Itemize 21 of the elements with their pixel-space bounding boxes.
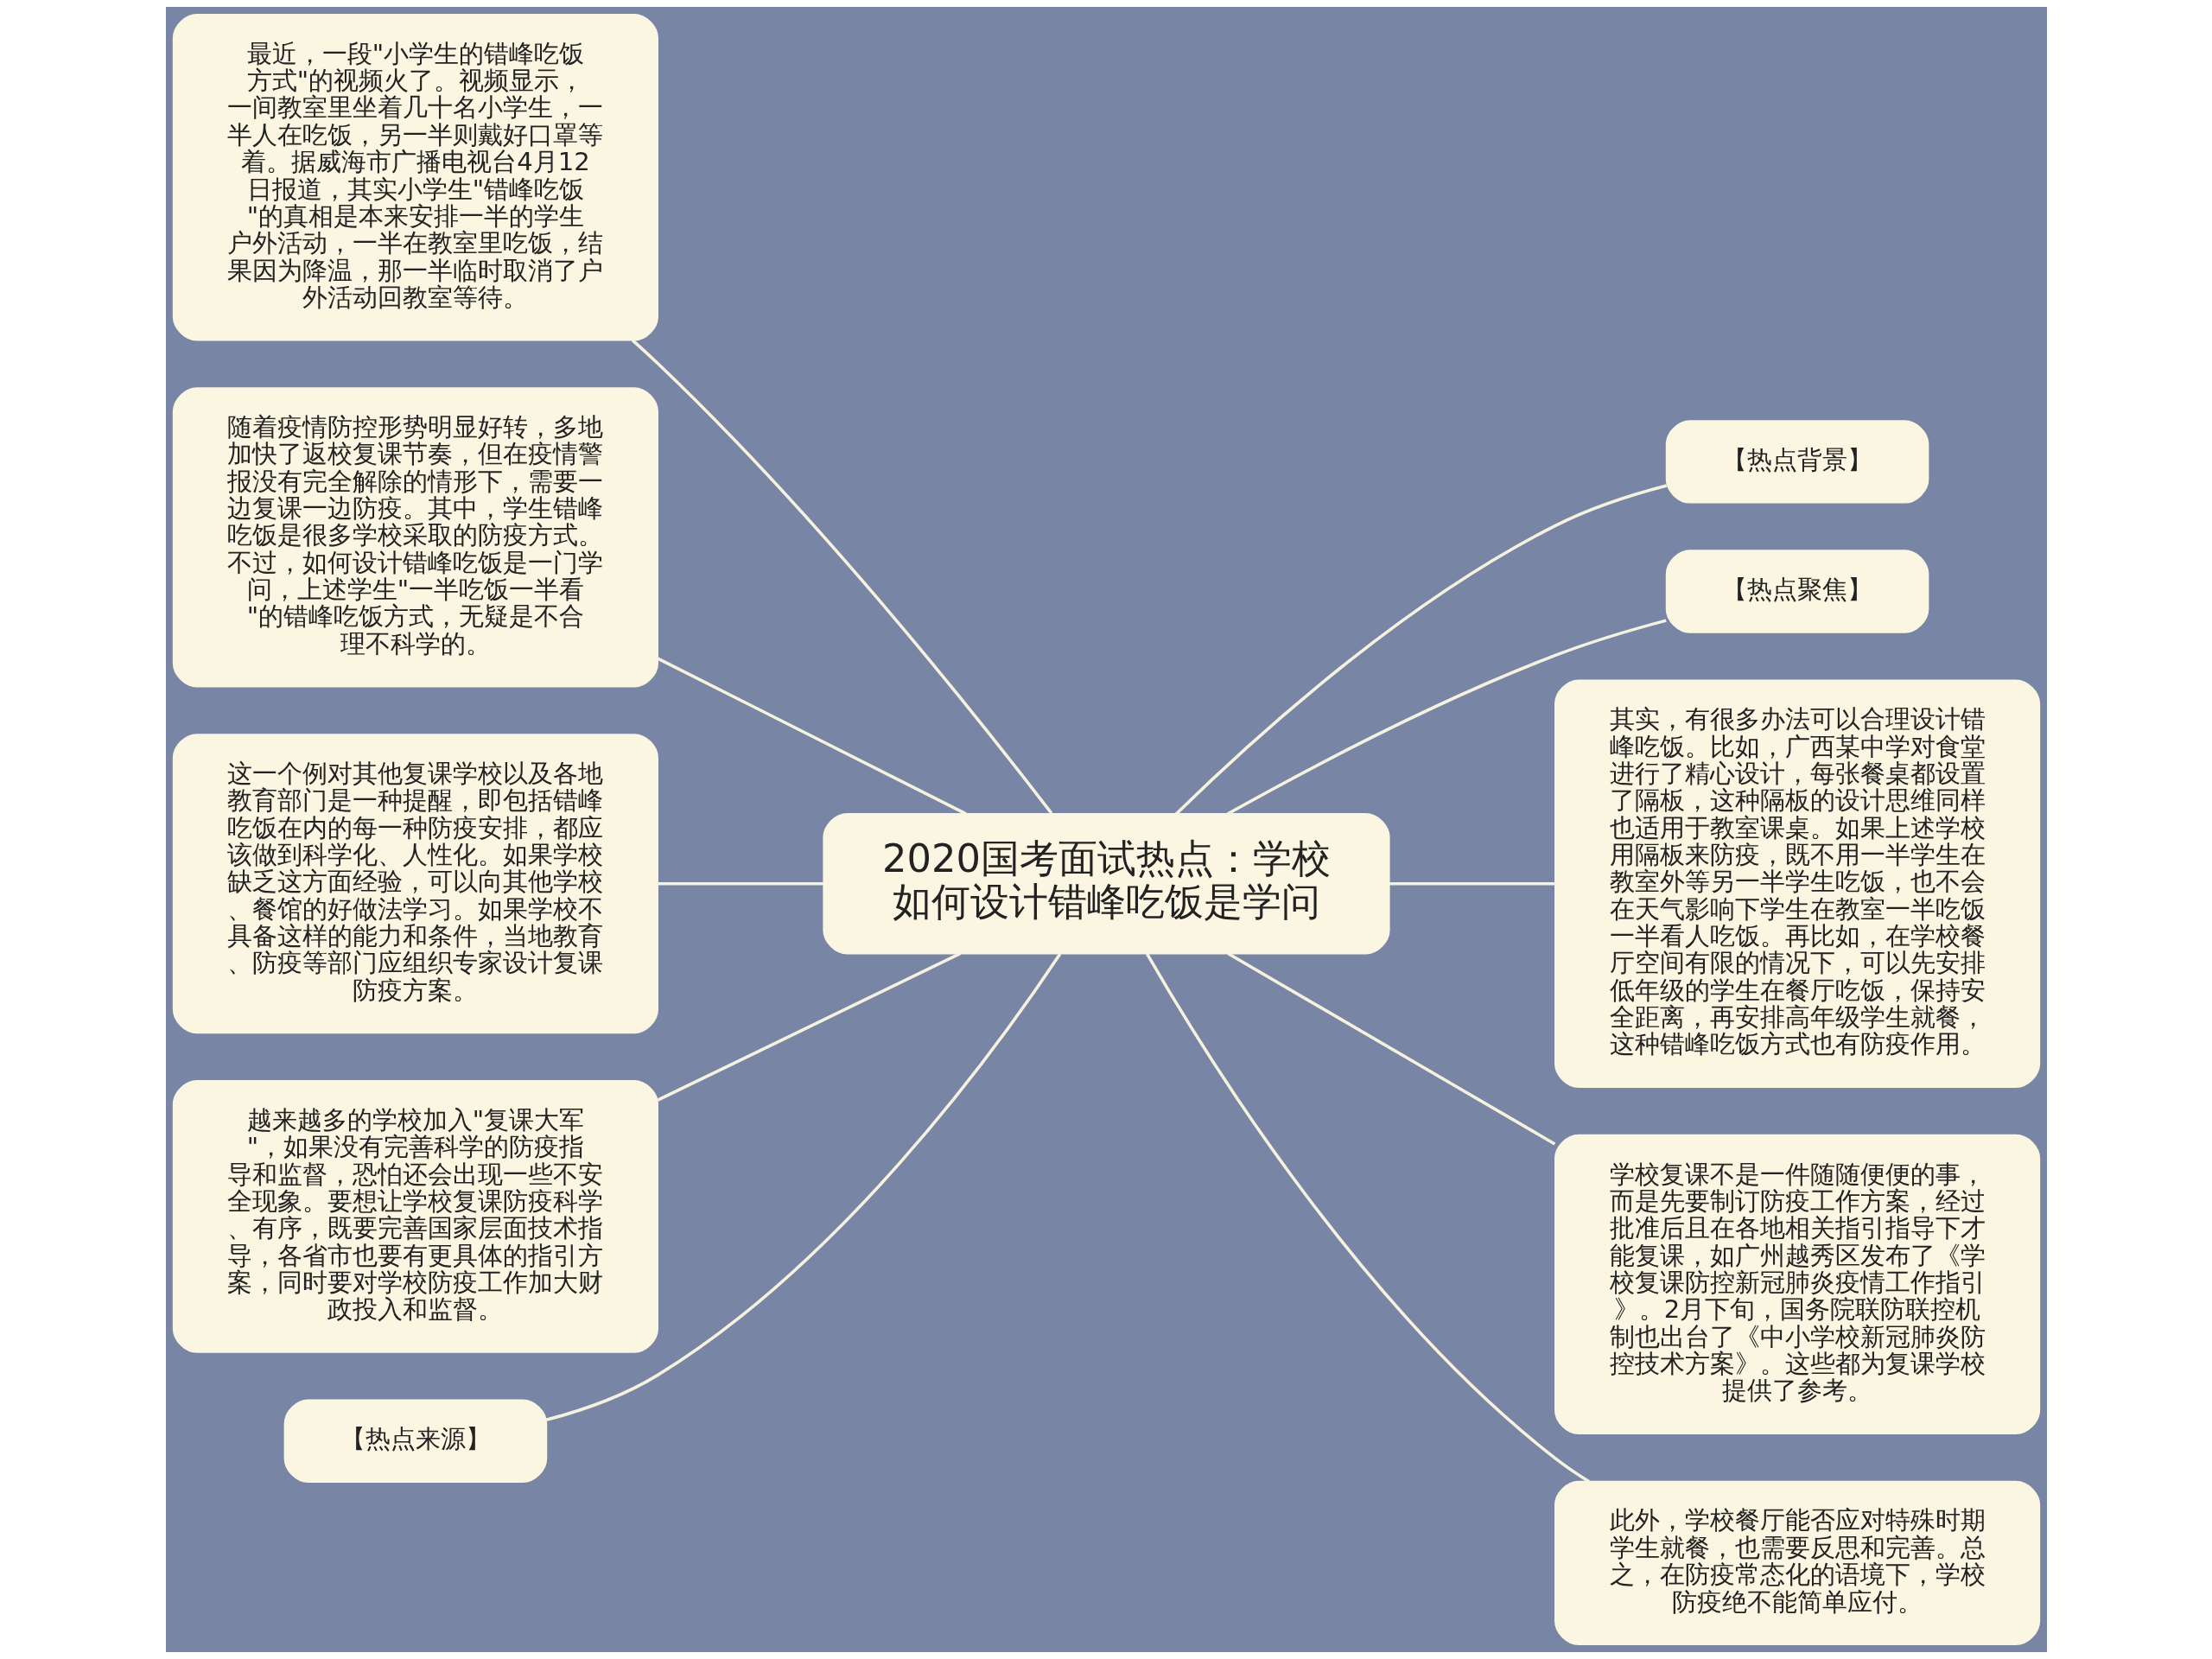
node-box: 【热点背景】 xyxy=(1665,420,1929,504)
node-box: 其实，有很多办法可以合理设计错峰吃饭。比如，广西某中学对食堂进行了精心设计，每张餐桌都设置了隔板，这种隔板的设计思维同样也适用于教室课桌。如果上述学校用隔板来防疫，既不用一半学生在教室外等另一半学生吃饭，也不会在天气影响下学生在教室一半吃饭一半看人吃饭。再比如，在学校餐厅空间有限的情况下，可以先安排低年级的学生在餐厅吃饭，保持安全距离，再安排高年级学生就餐，这种错峰吃饭方式也有防疫作用。 xyxy=(1554,679,2040,1088)
node-box: 学校复课不是一件随随便便的事，而是先要制订防疫工作方案，经过批准后且在各地相关指引指导下才能复课，如广州越秀区发布了《学校复课防控新冠肺炎疫情工作指引》。2月下旬，国务院联防联控机制也出台了《中小学校新冠肺炎防控技术方案》。这些都为复课学校提供了参考。 xyxy=(1554,1134,2040,1434)
node-box: 这一个例对其他复课学校以及各地教育部门是一种提醒，即包括错峰吃饭在内的每一种防疫安排，都应该做到科学化、人性化。如果学校缺乏这方面经验，可以向其他学校、餐馆的好做法学习。如果学校不具备这样的能力和条件，当地教育、防疫等部门应组织专家设计复课防疫方案。 xyxy=(172,734,658,1034)
connector xyxy=(1174,484,1667,816)
node-box: 2020国考面试热点：学校如何设计错峰吃饭是学问 xyxy=(822,812,1390,955)
node-box: 【热点来源】 xyxy=(283,1399,547,1483)
connector xyxy=(656,657,967,816)
connector xyxy=(657,881,823,886)
connector xyxy=(1145,953,1590,1484)
node-box: 越来越多的学校加入"复课大军"，如果没有完善科学的防疫指导和监督，恐怕还会出现一些不安全现象。要想让学校复课防疫科学、有序，既要完善国家层面技术指导，各省市也要有更具体的指引方案，同时要对学校防疫工作加大财政投入和监督。 xyxy=(172,1080,658,1353)
connector xyxy=(545,952,1061,1421)
connector xyxy=(1389,881,1555,886)
node-box: 【热点聚焦】 xyxy=(1665,550,1929,633)
connector xyxy=(1226,951,1555,1146)
node-box: 随着疫情防控形势明显好转，多地加快了返校复课节奏，但在疫情警报没有完全解除的情形下，需要一边复课一边防疫。其中，学生错峰吃饭是很多学校采取的防疫方式。不过，如何设计错峰吃饭是一门学问，上述学生"一半吃饭一半看"的错峰吃饭方式，无疑是不合理不科学的。 xyxy=(172,387,658,688)
connector xyxy=(656,951,961,1102)
connector xyxy=(631,339,1052,815)
node-box: 最近，一段"小学生的错峰吃饭方式"的视频火了。视频显示，一间教室里坐着几十名小学生，一半人在吃饭，另一半则戴好口罩等着。据威海市广播电视台4月12日报道，其实小学生"错峰吃饭"的真相是本来安排一半的学生户外活动，一半在教室里吃饭，结果因为降温，那一半临时取消了户外活动回教室等待。 xyxy=(172,13,658,341)
connector xyxy=(1226,619,1667,816)
node-box: 此外，学校餐厅能否应对特殊时期学生就餐，也需要反思和完善。总之，在防疫常态化的语境下，学校防疫绝不能简单应付。 xyxy=(1554,1480,2040,1646)
